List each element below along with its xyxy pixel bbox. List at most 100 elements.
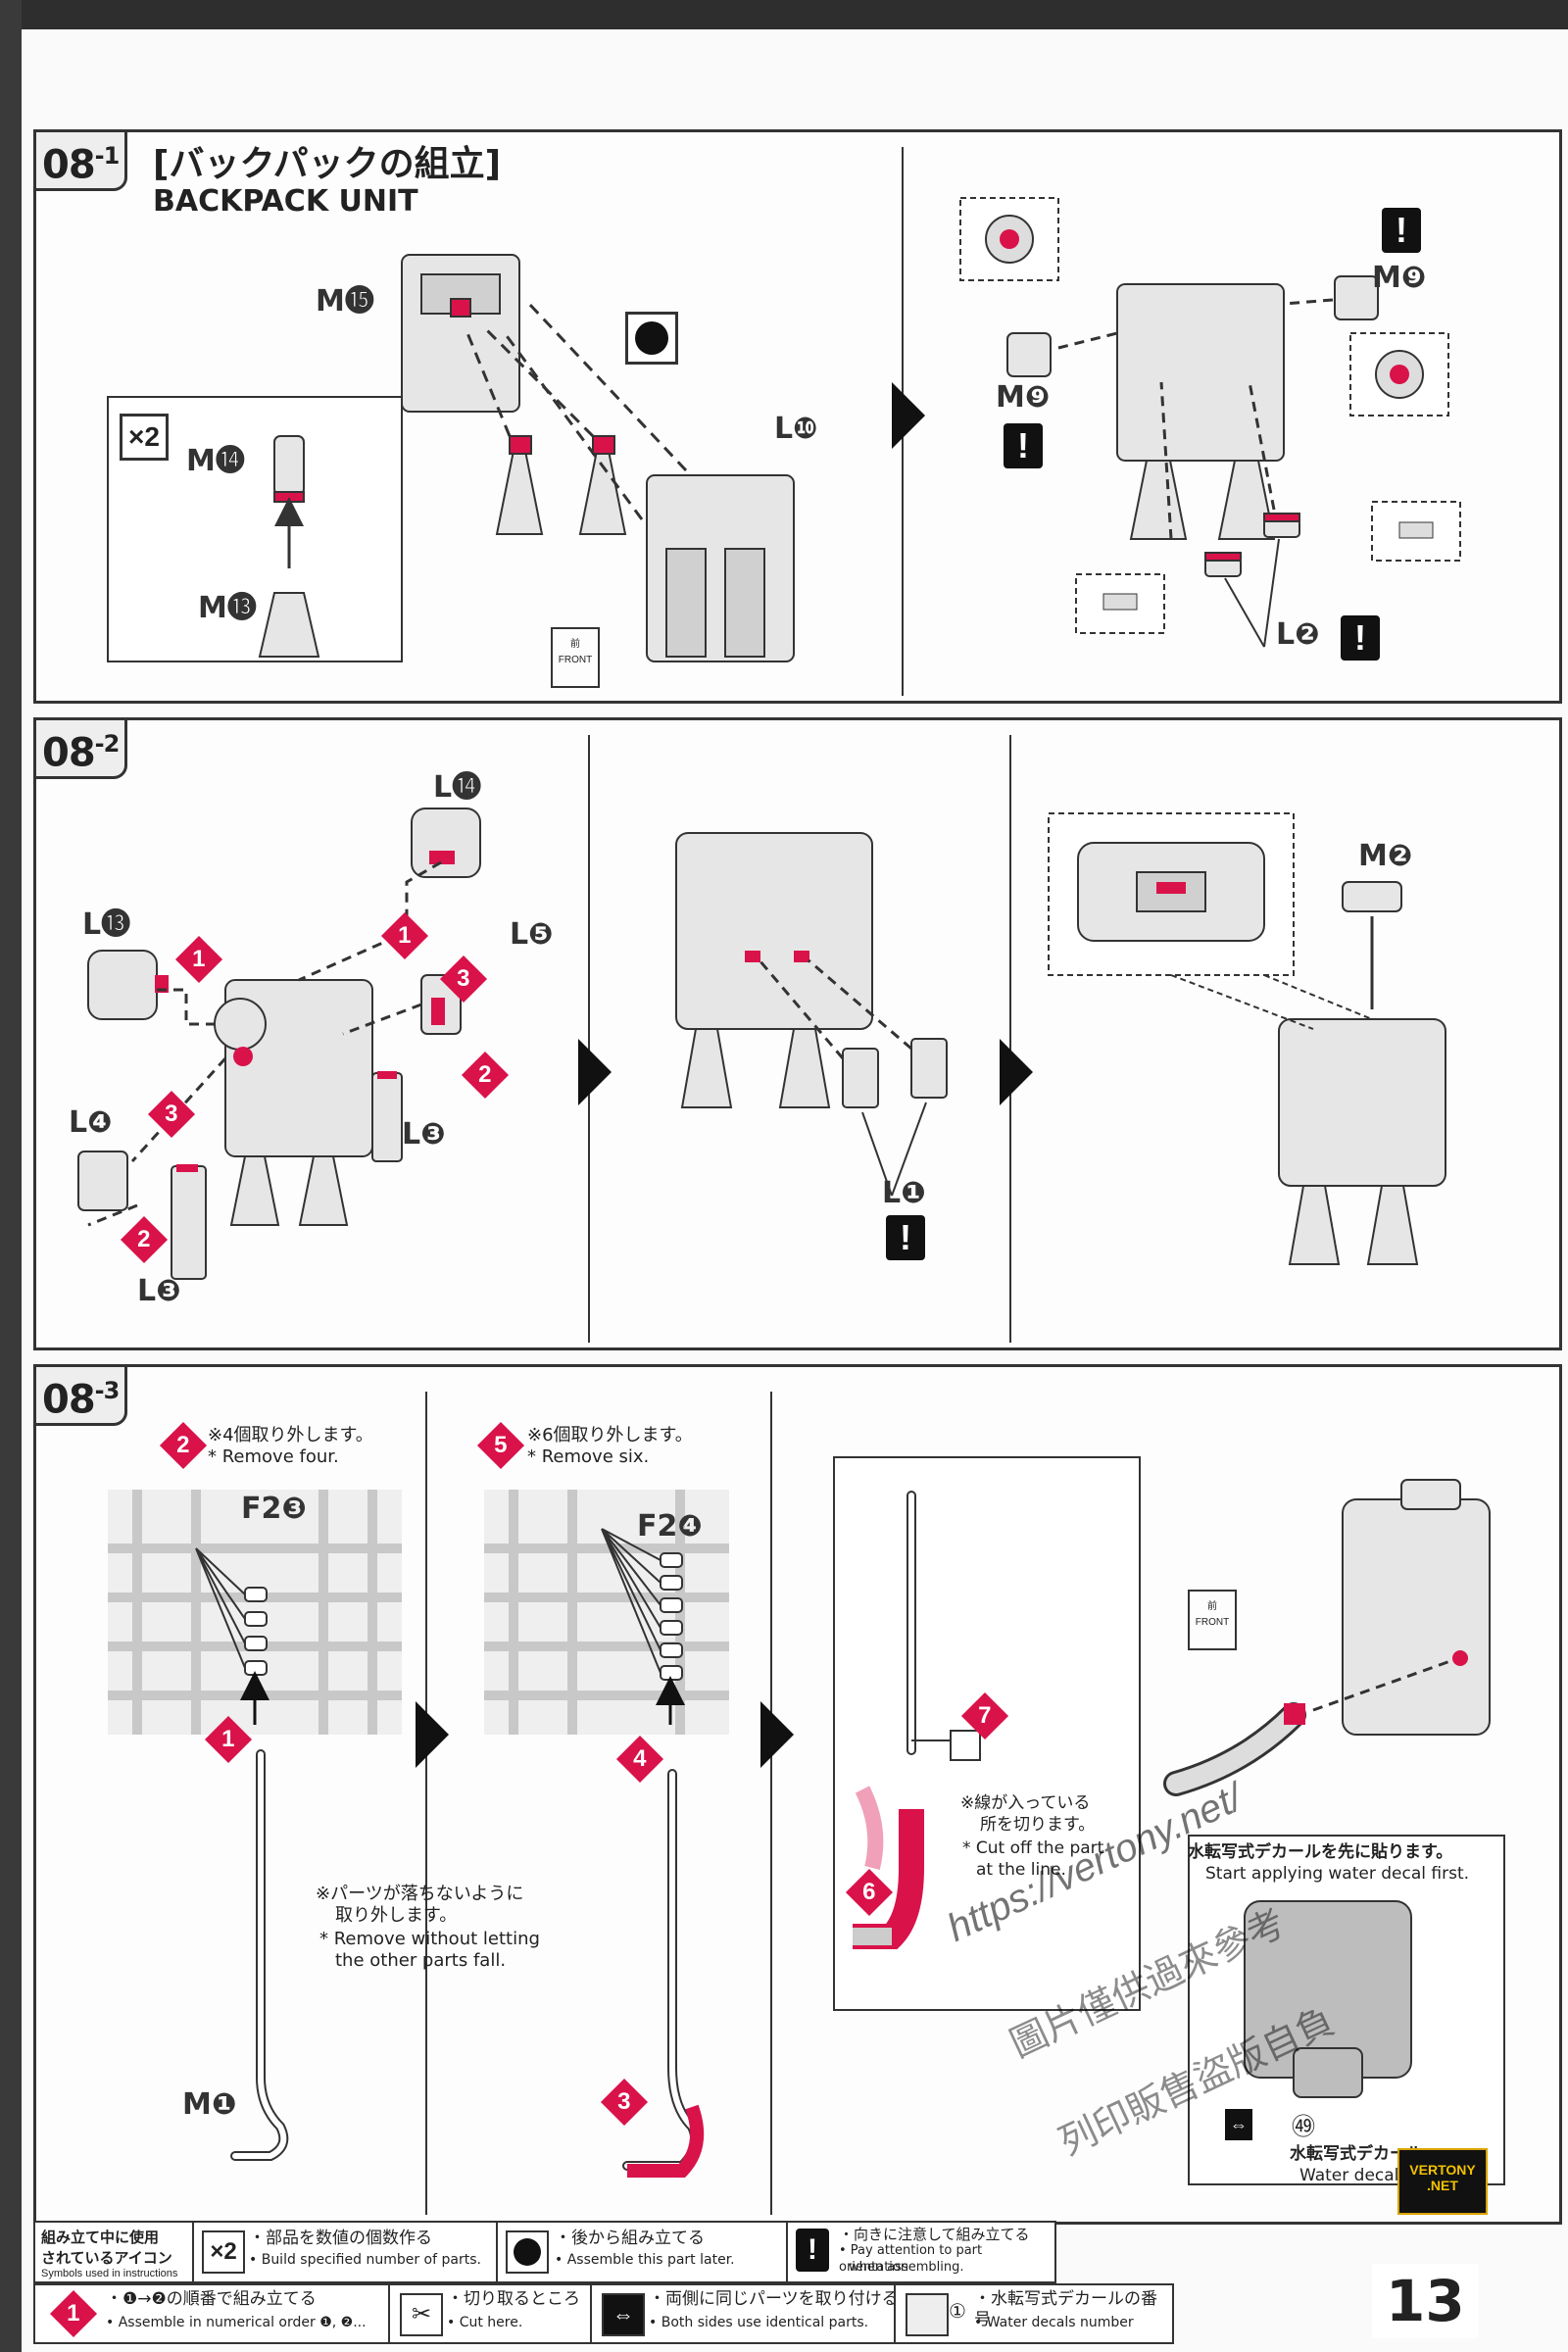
decal-name-en: Water decal [1299,2166,1399,2185]
step-badge-08-3: 08-3 [33,1364,128,1427]
backpack-sides-illustration [77,808,481,1280]
legend-both-en: • Both sides use identical parts. [649,2315,869,2330]
note-nofall-en2: the other parts fall. [335,1950,507,1971]
both-sides-icon: ⇔ [602,2293,645,2336]
label-l2: L❷ [1276,617,1320,652]
label-l3-b: L❸ [137,1274,181,1308]
legend-cell-divider [590,2285,592,2342]
badge-main: 08 [42,730,96,776]
backpack-handle-illustration [1048,812,1446,1265]
x2-icon: ×2 [120,414,169,461]
label-m13: M⓭ [198,591,257,625]
step-badge-08-2: 08-2 [33,717,128,780]
left-bar [0,0,22,2352]
legend-both-jp: ・両側に同じパーツを取り付ける [649,2289,899,2309]
label-f2-3: F2❸ [241,1492,307,1526]
backpack-vents-illustration [675,832,948,1197]
legend-x2-jp: ・部品を数値の個数作る [249,2229,432,2248]
label-l4: L❹ [69,1105,113,1140]
decal-number-badge: ㊾ [1292,2114,1315,2140]
panel-divider [770,1392,772,2215]
step-title-jp: [バックパックの組立] [153,144,502,184]
note-cut-en2: at the line. [976,1860,1066,1880]
legend-row-1: 組み立て中に使用 されているアイコン Symbols used in instr… [33,2221,1056,2283]
orientation-icon: ! [796,2229,829,2272]
label-m14: M⓮ [186,444,245,478]
legend-later-jp: ・後から組み立てる [555,2229,705,2248]
legend-cell-divider [496,2223,498,2281]
label-f2-4: F2❹ [637,1509,703,1544]
both-sides-icon: ⇔ [1225,2109,1252,2140]
legend-decal-en: • Water decals number [974,2315,1134,2330]
note-nofall-en1: * Remove without letting [319,1929,540,1949]
label-m15: M⓯ [316,284,374,318]
next-stage-arrow [1000,1039,1033,1105]
note-remove4-en: * Remove four. [208,1446,339,1467]
runner-f2-4 [484,1490,729,1735]
brand-line1: VERTONY [1409,2162,1476,2178]
panel-divider [425,1392,427,2215]
legend-order-en: • Assemble in numerical order ❶, ❷... [106,2315,367,2330]
note-cut-jp2: 所を切ります。 [980,1815,1096,1835]
legend-cut-jp: ・切り取るところ [447,2289,580,2309]
orientation-icon-top: ! [1382,208,1421,253]
decal-note-jp: 水転写式デカールを先に貼ります。 [1188,1842,1453,1862]
badge-sub: -3 [94,1377,121,1404]
legend-cut-en: • Cut here. [447,2315,523,2330]
note-nofall-jp1: ※パーツが落ちないように [316,1884,524,1904]
legend-title-en: Symbols used in instructions [41,2268,178,2279]
front-icon: 前 FRONT [551,627,600,688]
label-m9-left: M❾ [996,380,1051,415]
label-l14: L⓮ [433,770,482,805]
label-l3-a: L❸ [402,1117,446,1152]
legend-decal-jp: ・水転写式デカールの番号 [974,2289,1157,2329]
tube-cut-illustration [853,1491,981,1949]
legend-orient-en2: when assembling. [849,2260,964,2275]
backpack-assembly-illustration [107,254,795,662]
legend-row-2: 1 ・❶→❷の順番で組み立てる • Assemble in numerical … [33,2283,1174,2344]
part-m1-tube [230,1749,289,2161]
step-badge-08-1: 08-1 [33,129,128,192]
note-nofall-jp2: 取り外します。 [335,1905,458,1926]
x2-icon: ×2 [202,2230,245,2274]
badge-sub: -1 [94,142,121,170]
label-l10: L❿ [774,412,818,446]
decal-note-en: Start applying water decal first. [1205,1864,1470,1884]
note-cut-en1: * Cut off the part [962,1838,1104,1858]
legend-cell-divider [388,2285,390,2342]
brand-line2: .NET [1427,2178,1458,2193]
tube-with-joints [622,1769,705,2178]
label-l1: L❶ [882,1176,926,1210]
later-icon [506,2230,549,2274]
legend-order-jp: ・❶→❷の順番で組み立てる [106,2289,317,2309]
badge-main: 08 [42,1377,96,1423]
badge-sub: -2 [94,730,121,758]
decal-icon [906,2293,949,2336]
legend-title-jp2: されているアイコン [41,2250,172,2267]
legend-cell-divider [786,2223,788,2281]
note-remove6-jp: ※6個取り外します。 [527,1425,693,1446]
step-number-icon: 1 [49,2289,98,2338]
label-m1: M❶ [182,2087,237,2122]
later-icon [625,312,678,365]
orientation-icon-left: ! [1004,423,1043,468]
legend-cell-divider [192,2223,194,2281]
next-stage-arrow [416,1701,449,1768]
label-m9-top: M❾ [1372,261,1427,295]
legend-orient-jp: ・向きに注意して組み立てる [839,2226,1030,2243]
backpack-caps-illustration [959,197,1461,648]
label-l13: L⓭ [82,907,131,942]
legend-cell-divider [894,2285,896,2342]
step-title-en: BACKPACK UNIT [153,184,418,219]
next-stage-arrow [892,382,925,449]
next-stage-arrow [760,1701,794,1768]
legend-x2-en: • Build specified number of parts. [249,2252,481,2268]
next-stage-arrow [578,1039,612,1105]
badge-main: 08 [42,142,96,188]
label-m2: M❷ [1358,839,1413,873]
decal-name-jp: 水転写式デカール [1290,2144,1423,2164]
legend-later-en: • Assemble this part later. [555,2252,735,2268]
nipper-icon: ✂ [400,2293,443,2336]
note-remove6-en: * Remove six. [527,1446,650,1467]
note-cut-jp1: ※線が入っている [960,1793,1091,1813]
